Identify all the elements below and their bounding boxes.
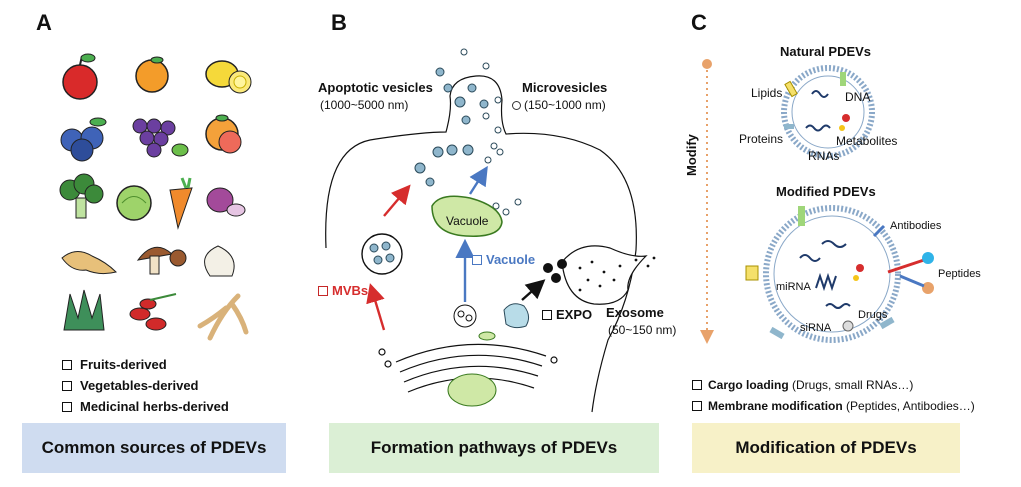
apoptotic-vesicles bbox=[414, 67, 489, 187]
panel-letter-c: C bbox=[691, 10, 707, 35]
cabbage-icon bbox=[116, 185, 152, 221]
vacuole-pathway-text: Vacuole bbox=[486, 252, 536, 267]
legend-square-icon bbox=[62, 359, 72, 370]
legend-label: Medicinal herbs-derived bbox=[80, 399, 229, 414]
mvb-shape bbox=[361, 233, 403, 275]
legend-square-icon bbox=[62, 380, 72, 391]
legend-herbs: Medicinal herbs-derived bbox=[62, 399, 229, 414]
microvesicle-legend-icon bbox=[512, 100, 521, 110]
aloe-icon bbox=[63, 289, 105, 331]
apoptotic-size: (1000~5000 nm) bbox=[320, 98, 409, 112]
cell-membrane bbox=[325, 75, 637, 413]
legend-fruits: Fruits-derived bbox=[62, 357, 167, 372]
exosome-size: (50~150 nm) bbox=[608, 323, 677, 337]
grapes-icon bbox=[132, 118, 189, 158]
arrow-mvbs bbox=[366, 283, 386, 331]
cargo-bold: Cargo loading bbox=[708, 378, 789, 392]
legend-vegetables: Vegetables-derived bbox=[62, 378, 199, 393]
expo-shape bbox=[503, 303, 530, 329]
expo-square-icon bbox=[542, 309, 552, 320]
legend-label: Vegetables-derived bbox=[80, 378, 199, 393]
mvbs-label: MVBs bbox=[318, 283, 368, 298]
small-organelle bbox=[478, 331, 496, 341]
modified-title: Modified PDEVs bbox=[776, 184, 876, 199]
arrow-microvesicles bbox=[468, 165, 488, 195]
modify-label: Modify bbox=[684, 134, 699, 176]
vacuole-shape bbox=[431, 195, 503, 237]
modified-sirna: siRNA bbox=[800, 322, 832, 334]
banner-a: Common sources of PDEVs bbox=[22, 423, 286, 473]
microvesicles-size-row: (150~1000 nm) bbox=[512, 98, 606, 112]
modified-mirna: miRNA bbox=[776, 281, 811, 293]
legend-label: Fruits-derived bbox=[80, 357, 167, 372]
microvesicles-title: Microvesicles bbox=[522, 80, 608, 95]
mushroom-icon bbox=[136, 246, 187, 275]
mvbs-text: MVBs bbox=[332, 283, 369, 298]
modified-antibodies: Antibodies bbox=[890, 220, 942, 232]
expo-label: EXPO bbox=[542, 307, 592, 322]
blueberries-icon bbox=[60, 117, 107, 162]
modified-pdev bbox=[745, 205, 934, 343]
exosome-title: Exosome bbox=[606, 305, 664, 320]
microvesicles-size: (150~1000 nm) bbox=[524, 98, 606, 112]
natural-proteins: Proteins bbox=[739, 132, 784, 146]
natural-pdev bbox=[781, 65, 875, 159]
membrane-rest: (Peptides, Antibodies…) bbox=[842, 399, 975, 413]
arrow-apoptotic bbox=[383, 184, 411, 217]
legend-square-icon bbox=[62, 401, 72, 412]
exosome-dots bbox=[578, 256, 656, 292]
expo-vesicles bbox=[543, 259, 567, 283]
vacuole-square-icon bbox=[472, 254, 482, 265]
ginseng-icon bbox=[197, 293, 249, 341]
natural-dna: DNA bbox=[845, 90, 871, 104]
apoptotic-title: Apoptotic vesicles bbox=[318, 80, 433, 95]
natural-lipids: Lipids bbox=[751, 86, 783, 100]
banner-b: Formation pathways of PDEVs bbox=[329, 423, 659, 473]
modify-start-dot bbox=[702, 59, 712, 69]
membrane-square-icon bbox=[692, 401, 702, 411]
arrow-expo bbox=[521, 279, 546, 301]
mvbs-square-icon bbox=[318, 285, 328, 296]
small-mvb bbox=[453, 304, 477, 328]
modify-arrowhead bbox=[700, 330, 714, 344]
cargo-rest: (Drugs, small RNAs…) bbox=[788, 378, 914, 392]
garlic-icon bbox=[204, 245, 235, 277]
goji-icon bbox=[129, 293, 177, 331]
banner-c: Modification of PDEVs bbox=[692, 423, 960, 473]
vacuole-pathway-label: Vacuole bbox=[472, 252, 535, 267]
expo-text: EXPO bbox=[556, 307, 593, 322]
ginger-icon bbox=[61, 251, 117, 275]
footer-membrane: Membrane modification (Peptides, Antibod… bbox=[692, 399, 975, 413]
cargo-square-icon bbox=[692, 380, 702, 390]
orange-icon bbox=[135, 56, 169, 93]
broccoli-icon bbox=[59, 173, 104, 219]
onion-icon bbox=[206, 187, 246, 217]
nucleus bbox=[447, 373, 497, 407]
microvesicles bbox=[460, 48, 522, 216]
membrane-bold: Membrane modification bbox=[708, 399, 843, 413]
panel-letter-a: A bbox=[36, 10, 52, 35]
footer-cargo: Cargo loading (Drugs, small RNAs…) bbox=[692, 378, 913, 392]
panel-letter-b: B bbox=[331, 10, 347, 35]
modified-peptides: Peptides bbox=[938, 268, 981, 280]
grapefruit-icon bbox=[205, 114, 242, 154]
exosome-shape bbox=[561, 245, 648, 305]
lemon-icon bbox=[205, 60, 252, 94]
vacuole-inner-label: Vacuole bbox=[446, 214, 489, 228]
natural-title: Natural PDEVs bbox=[780, 44, 872, 59]
apple-icon bbox=[62, 53, 98, 100]
natural-metabolites: Metabolites bbox=[836, 134, 898, 148]
modified-drugs: Drugs bbox=[858, 309, 888, 321]
natural-rnas: RNAs bbox=[808, 149, 840, 163]
carrot-icon bbox=[169, 177, 193, 230]
